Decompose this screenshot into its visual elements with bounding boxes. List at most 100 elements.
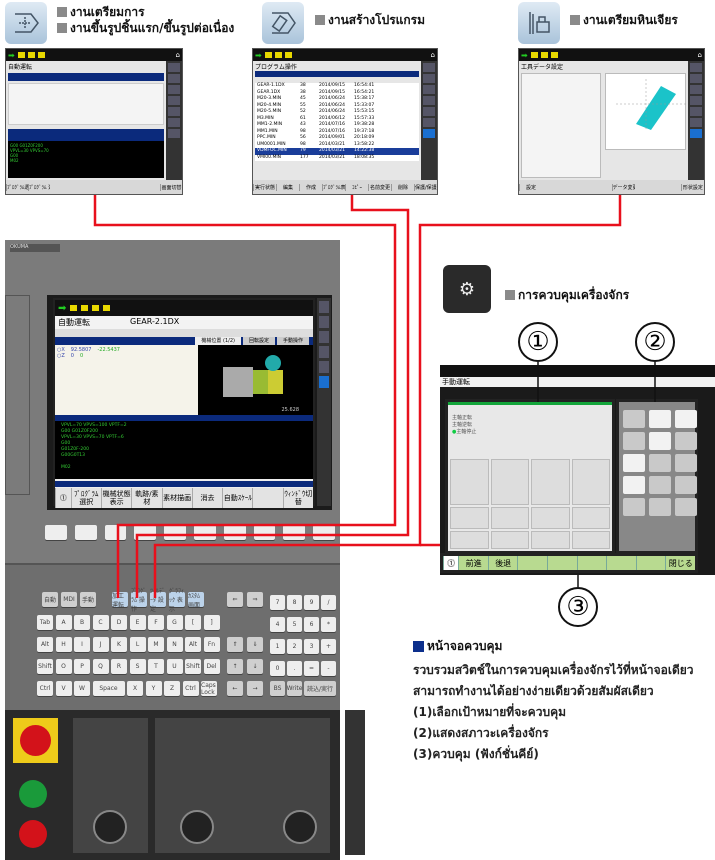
key-H[interactable]: H bbox=[55, 637, 72, 652]
key-A[interactable]: A bbox=[55, 615, 72, 630]
key-⇑[interactable]: ⇑ bbox=[227, 637, 243, 652]
back-icon[interactable]: ➡ bbox=[58, 302, 67, 314]
key-W[interactable]: W bbox=[74, 681, 90, 696]
key-S[interactable]: S bbox=[129, 659, 146, 674]
key-J[interactable]: J bbox=[92, 637, 109, 652]
key-Tab[interactable]: Tab bbox=[37, 615, 53, 630]
key-BS[interactable]: BS bbox=[270, 681, 285, 696]
key-手動[interactable]: 手動 bbox=[80, 592, 96, 607]
key-Q[interactable]: Q bbox=[92, 659, 109, 674]
key-4[interactable]: 4 bbox=[270, 617, 285, 632]
key-Ctrl[interactable]: Ctrl bbox=[182, 681, 199, 696]
feedrate-dial[interactable] bbox=[93, 810, 127, 844]
key-T[interactable]: T bbox=[148, 659, 164, 674]
fkey[interactable]: 保護/保護解除 bbox=[414, 183, 437, 191]
key-Alt[interactable]: Alt bbox=[185, 637, 201, 652]
fkey[interactable]: 作成 bbox=[299, 183, 322, 191]
fkey-erase[interactable]: 消去 bbox=[191, 488, 223, 508]
physical-fkey[interactable] bbox=[104, 525, 127, 540]
spindle-override-dial[interactable] bbox=[180, 810, 214, 844]
key-Z[interactable]: Z bbox=[164, 681, 180, 696]
key-K[interactable]: K bbox=[111, 637, 127, 652]
key-3[interactable]: 3 bbox=[304, 639, 319, 654]
key-[[interactable]: [ bbox=[185, 615, 201, 630]
key-Space[interactable]: Space bbox=[92, 681, 125, 696]
key-D[interactable]: D bbox=[111, 615, 127, 630]
key-↑[interactable]: ↑ bbox=[227, 659, 243, 674]
key-Del[interactable]: Del bbox=[203, 659, 220, 674]
key-I[interactable]: I bbox=[74, 637, 90, 652]
key-2[interactable]: 2 bbox=[287, 639, 302, 654]
key-F[interactable]: F bbox=[148, 615, 164, 630]
fkey[interactable]: ﾌﾟﾛｸﾞﾗﾑ 選択解除 bbox=[28, 183, 50, 191]
key-↓[interactable]: ↓ bbox=[247, 659, 263, 674]
fkey[interactable]: データ変更 bbox=[611, 183, 635, 191]
key-/[interactable]: / bbox=[321, 595, 336, 610]
key-⇐[interactable]: ⇐ bbox=[227, 592, 243, 607]
fkey-page-icon[interactable]: ⓵ bbox=[443, 556, 459, 570]
fkey-backward[interactable]: 後退 bbox=[487, 556, 518, 570]
key-Caps-Lock[interactable]: Caps Lock bbox=[201, 681, 217, 696]
key-*[interactable]: * bbox=[321, 617, 336, 632]
key-ｶｽﾀﾑ-画面[interactable]: ｶｽﾀﾑ 画面 bbox=[188, 592, 204, 609]
fkey[interactable]: 編集 bbox=[276, 183, 299, 191]
fkey[interactable]: 形状設定 bbox=[680, 183, 704, 191]
key-M[interactable]: M bbox=[148, 637, 164, 652]
key-Ctrl[interactable]: Ctrl bbox=[37, 681, 53, 696]
fkey[interactable]: ﾌﾟﾛｸﾞﾗﾑ表示 bbox=[322, 183, 345, 191]
key-→[interactable]: → bbox=[247, 681, 263, 696]
key-B[interactable]: B bbox=[74, 615, 90, 630]
key-G[interactable]: G bbox=[166, 615, 183, 630]
key-⇒[interactable]: ⇒ bbox=[247, 592, 263, 607]
key-7[interactable]: 7 bbox=[270, 595, 285, 610]
key-MDI[interactable]: MDI bbox=[61, 592, 77, 607]
key-O[interactable]: O bbox=[55, 659, 72, 674]
key-9[interactable]: 9 bbox=[304, 595, 319, 610]
key-Fn[interactable]: Fn bbox=[203, 637, 220, 652]
key-R[interactable]: R bbox=[111, 659, 127, 674]
key-1[interactable]: 1 bbox=[270, 639, 285, 654]
fkey-machine-status[interactable]: 機械状態表示 bbox=[100, 488, 132, 508]
fkey-program-select[interactable]: ﾌﾟﾛｸﾞﾗﾑ選択 bbox=[70, 488, 101, 508]
key-N[interactable]: N bbox=[166, 637, 183, 652]
power-on-button[interactable] bbox=[19, 780, 47, 808]
key-X[interactable]: X bbox=[127, 681, 143, 696]
fkey[interactable]: ｺﾋﾟｰ bbox=[345, 183, 368, 191]
physical-fkey[interactable] bbox=[45, 525, 67, 540]
target-selection-area[interactable]: 主軸正転 主軸逆転 ●主軸停止 bbox=[445, 399, 615, 554]
key-Shift[interactable]: Shift bbox=[37, 659, 53, 674]
key-+[interactable]: + bbox=[321, 639, 336, 654]
key-Y[interactable]: Y bbox=[145, 681, 162, 696]
fkey-path-material[interactable]: 軌跡/素材 bbox=[131, 488, 162, 508]
key-8[interactable]: 8 bbox=[287, 595, 302, 610]
key-V[interactable]: V bbox=[55, 681, 72, 696]
key--[interactable]: - bbox=[321, 661, 336, 676]
fkey-page-icon[interactable]: ⓵ bbox=[55, 488, 71, 508]
fkey-close[interactable]: 閉じる bbox=[665, 556, 696, 570]
key-E[interactable]: E bbox=[129, 615, 146, 630]
key-C[interactable]: C bbox=[92, 615, 109, 630]
key-][interactable]: ] bbox=[203, 615, 220, 630]
tab-rotation[interactable]: 回転設定 bbox=[242, 337, 275, 345]
key-←[interactable]: ← bbox=[227, 681, 243, 696]
fkey[interactable]: 名前変更 bbox=[368, 183, 390, 191]
fkey-window-switch[interactable]: ｳｨﾝﾄﾞｳ切替 bbox=[282, 488, 314, 508]
key-Shift[interactable]: Shift bbox=[185, 659, 201, 674]
power-off-button[interactable] bbox=[19, 820, 47, 848]
fkey-forward[interactable]: 前進 bbox=[458, 556, 488, 570]
key-L[interactable]: L bbox=[129, 637, 146, 652]
key-読込/実行[interactable]: 読込/実行 bbox=[304, 681, 336, 696]
key-6[interactable]: 6 bbox=[304, 617, 319, 632]
emergency-stop-button[interactable] bbox=[20, 725, 51, 756]
fkey-auto-scale[interactable]: 自動ｽｹｰﾙ bbox=[222, 488, 253, 508]
